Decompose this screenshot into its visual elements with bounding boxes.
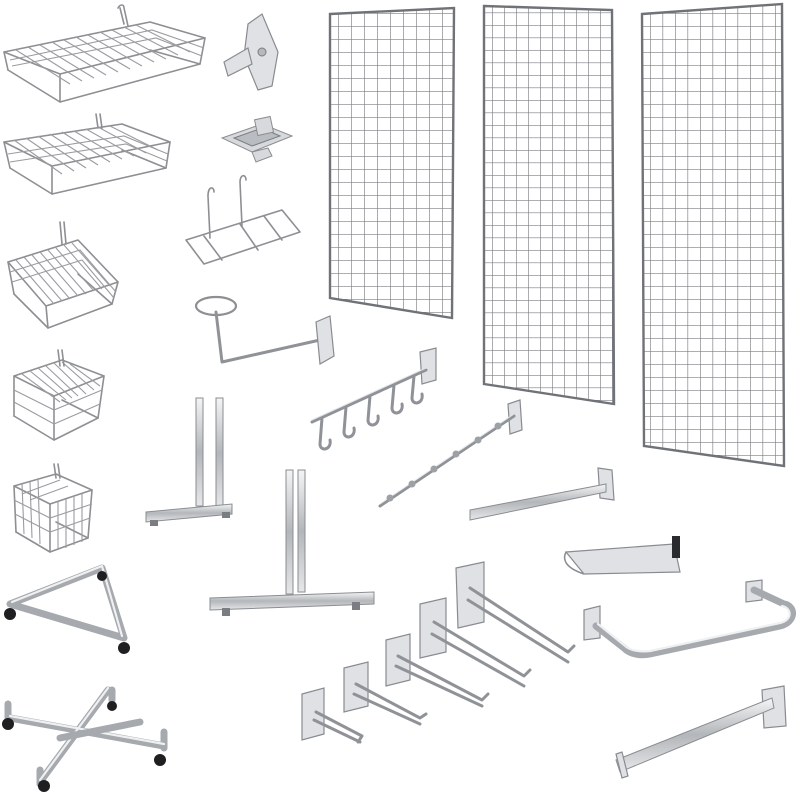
wire-basket-small	[13, 349, 105, 441]
waterfall-hooks	[310, 347, 437, 451]
cross-base-casters	[2, 686, 168, 792]
hook-2	[343, 661, 428, 726]
gridwall-panel-medium	[482, 4, 616, 406]
t-stand-base	[209, 469, 375, 616]
straight-waterfall	[378, 399, 523, 508]
hook-3	[385, 633, 490, 708]
wire-shelf-bracket	[185, 174, 301, 265]
wire-basket-medium	[7, 221, 119, 329]
slatwall-faceout	[615, 685, 787, 779]
hook-1	[301, 687, 364, 744]
label-holder-shelf	[563, 536, 681, 575]
ring-hanger	[194, 295, 335, 365]
h-stand-leg-pair	[145, 397, 233, 526]
wire-basket-shallow	[3, 4, 206, 103]
wire-basket-tray	[3, 113, 171, 195]
hook-set	[301, 561, 576, 744]
hook-4	[419, 597, 532, 688]
hook-5	[455, 561, 576, 664]
u-rail	[583, 579, 796, 659]
faceout-arm	[469, 467, 615, 521]
wall-bracket	[223, 13, 279, 91]
triangle-base-casters	[4, 564, 130, 654]
gridwall-panel-tall	[640, 2, 786, 468]
wire-basket-deep	[13, 463, 93, 553]
panel-connector-clamp	[220, 115, 294, 163]
gridwall-panel-narrow	[328, 6, 456, 320]
